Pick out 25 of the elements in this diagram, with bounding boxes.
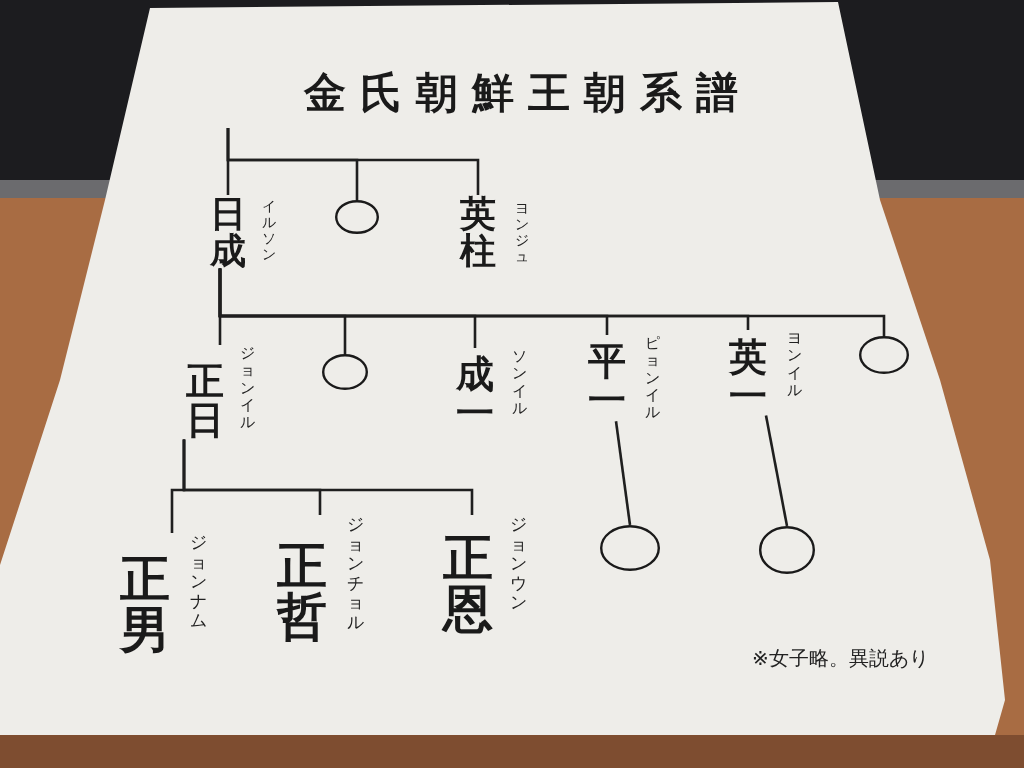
person-name: 正哲 <box>277 540 327 642</box>
person-name: 日成 <box>210 195 246 269</box>
connector-line <box>218 268 886 336</box>
name-reading: ジョンナム <box>190 533 207 631</box>
person-name: 成一 <box>456 355 494 433</box>
connector-line <box>182 439 474 515</box>
person-name: 平一 <box>588 342 626 420</box>
name-reading: ヨンイル <box>787 330 802 399</box>
title: 金氏朝鮮王朝系譜 <box>304 72 752 114</box>
person-name: 英柱 <box>460 195 496 269</box>
name-reading: ジョンチョル <box>347 515 364 633</box>
name-reading: ピョンイル <box>645 335 660 422</box>
person-name: 正恩 <box>443 532 493 634</box>
name-reading: ジョンイル <box>240 345 255 432</box>
connector-line <box>764 415 789 527</box>
person-name: 英一 <box>729 338 767 416</box>
name-reading: ソンイル <box>512 348 527 417</box>
name-reading: イルソン <box>262 198 276 263</box>
connector-line <box>614 421 632 526</box>
note-text: ※女子略。異説あり <box>752 648 929 668</box>
person-name: 正日 <box>186 362 224 440</box>
person-name: 正男 <box>120 553 170 655</box>
name-reading: ジョンウン <box>510 515 527 613</box>
connector-line <box>226 128 480 195</box>
name-reading: ヨンジュ <box>515 200 529 265</box>
